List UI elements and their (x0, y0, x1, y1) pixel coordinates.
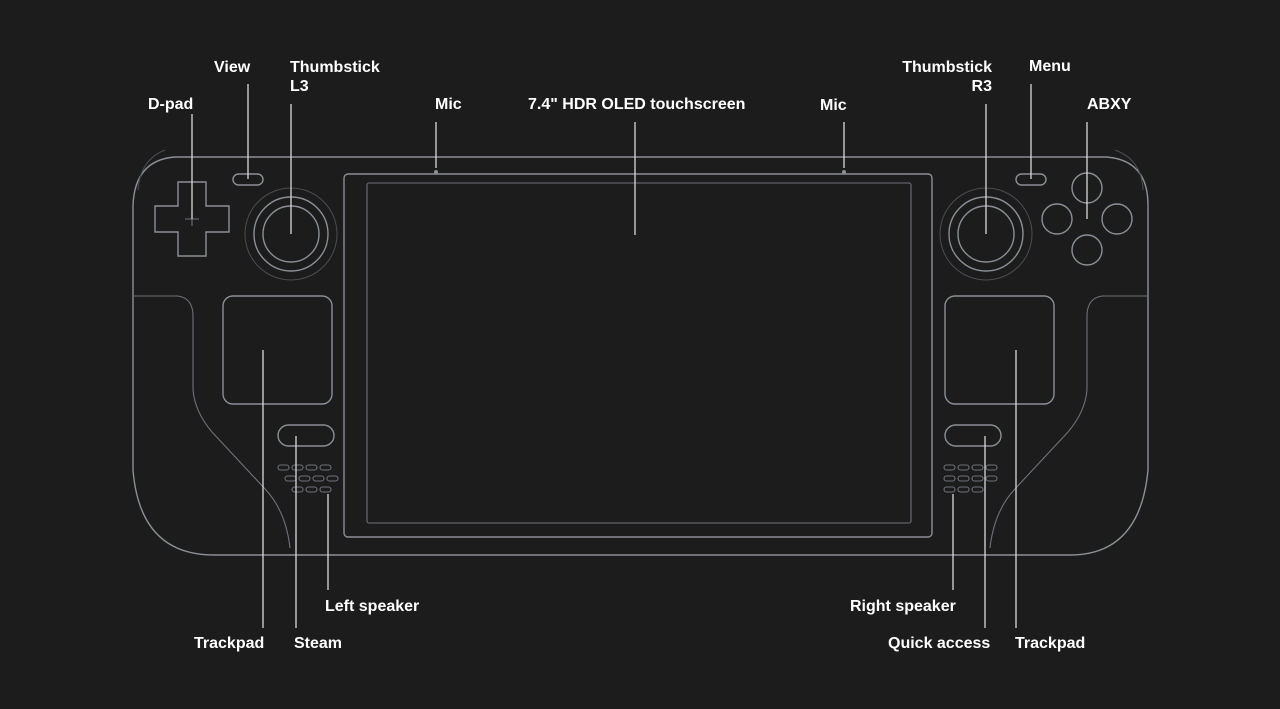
speaker-slot (277, 464, 290, 471)
label-mic-left: Mic (435, 96, 462, 113)
a-button (1071, 234, 1103, 266)
label-left-speaker: Left speaker (325, 598, 420, 615)
label-abxy: ABXY (1087, 96, 1132, 113)
label-trackpad-left: Trackpad (194, 635, 265, 652)
speaker-slot (985, 475, 998, 482)
label-thumbstick-left-line2: L3 (290, 78, 309, 95)
speaker-slot (298, 475, 311, 482)
x-button (1041, 203, 1073, 235)
speaker-slot (291, 486, 304, 493)
speaker-slot (319, 464, 332, 471)
dpad-shape (154, 181, 230, 257)
speaker-slot (971, 486, 984, 493)
left-grip-contour (133, 295, 291, 549)
speaker-slot (971, 464, 984, 471)
right-grip-contour (989, 295, 1148, 549)
mic-right-hole (842, 170, 846, 174)
label-quick-access: Quick access (888, 635, 991, 652)
device-top-edge (137, 149, 1144, 191)
left-speaker-grille (277, 464, 339, 493)
right-speaker-grille (943, 464, 998, 493)
speaker-slot (305, 464, 318, 471)
label-thumbstick-right: Thumbstick R3 (902, 58, 992, 96)
leader-lines (191, 84, 1088, 628)
device-body (132, 156, 1149, 556)
label-thumbstick-right-line1: Thumbstick (902, 59, 992, 76)
speaker-slot (985, 464, 998, 471)
touchscreen (366, 182, 912, 524)
speaker-slot (305, 486, 318, 493)
speaker-slot (957, 486, 970, 493)
label-right-speaker: Right speaker (850, 598, 956, 615)
speaker-slot (312, 475, 325, 482)
label-menu: Menu (1029, 58, 1071, 75)
label-view: View (214, 59, 251, 76)
speaker-slot (957, 475, 970, 482)
trackpad-right (944, 295, 1055, 405)
trackpad-left (222, 295, 333, 405)
label-thumbstick-left-line1: Thumbstick (290, 59, 380, 76)
steam-button (277, 424, 335, 447)
speaker-slot (943, 475, 956, 482)
speaker-slot (291, 464, 304, 471)
label-steam: Steam (294, 635, 343, 652)
label-screen: 7.4" HDR OLED touchscreen (528, 96, 746, 113)
mic-left-hole (434, 170, 438, 174)
speaker-slot (943, 486, 956, 493)
label-trackpad-right: Trackpad (1015, 635, 1086, 652)
speaker-slot (971, 475, 984, 482)
speaker-slot (326, 475, 339, 482)
b-button (1101, 203, 1133, 235)
speaker-slot (943, 464, 956, 471)
screen-bezel (343, 173, 933, 538)
quick-access-button (944, 424, 1002, 447)
speaker-slot (284, 475, 297, 482)
speaker-slot (319, 486, 332, 493)
label-mic-right: Mic (820, 97, 847, 114)
speaker-slot (957, 464, 970, 471)
label-thumbstick-right-line2: R3 (971, 78, 992, 95)
label-thumbstick-left: Thumbstick L3 (290, 58, 380, 96)
label-dpad: D-pad (148, 96, 194, 113)
